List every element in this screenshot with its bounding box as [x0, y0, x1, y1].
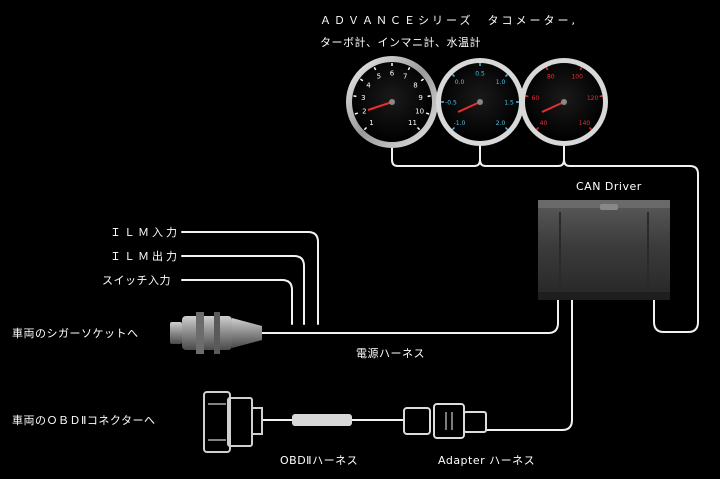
- tachometer-scale-label: 8: [413, 82, 417, 90]
- turbo-scale-label: 0.0: [455, 79, 465, 86]
- tachometer-tick: [353, 95, 357, 98]
- temp-scale-label: 60: [532, 95, 540, 102]
- turbo-tick: [451, 126, 456, 131]
- tachometer-scale-label: 7: [403, 73, 407, 81]
- turbo-tick: [504, 126, 509, 131]
- adapter-harness-wire: [485, 297, 573, 431]
- tachometer-scale-label: 5: [377, 73, 381, 81]
- tachometer-tick: [416, 126, 421, 131]
- cigar-socket-label: 車両のシガーソケットへ: [12, 327, 139, 340]
- can-driver-label: CAN Driver: [576, 180, 642, 193]
- temp-tick: [599, 95, 603, 98]
- obd-harness-label: OBDⅡハーネス: [280, 454, 359, 467]
- tachometer-tick: [427, 95, 431, 98]
- temp-scale-label: 120: [587, 95, 599, 102]
- turbo-scale-label: 2.0: [496, 120, 506, 127]
- tachometer-scale-label: 6: [390, 70, 395, 78]
- turbo-tick: [504, 73, 509, 78]
- obd-connector: [203, 391, 263, 453]
- temp-tick: [588, 126, 593, 131]
- turbo-gauge: -1.0 -0.5 0.0 0.5 1.0 1.5 2.0: [436, 58, 524, 146]
- temp-scale-label: 80: [547, 74, 555, 81]
- turbo-scale-label: -0.5: [445, 100, 457, 107]
- turbo-scale-label: 1.5: [504, 100, 514, 107]
- power-harness-label: 電源ハーネス: [356, 347, 425, 360]
- tachometer-tick: [420, 78, 425, 82]
- adapter-harness-label: Adapter ハーネス: [438, 454, 536, 467]
- power-harness-wire: [261, 297, 559, 334]
- tachometer-tick: [373, 66, 377, 71]
- temp-tick: [545, 66, 549, 71]
- tachometer-tick: [407, 66, 411, 71]
- switch-input-label: スイッチ入力: [102, 274, 171, 287]
- gauge-wire-2: [479, 141, 565, 167]
- obd-harness-sleeve: [292, 414, 352, 426]
- tachometer-scale-label: 4: [366, 82, 371, 90]
- ilm-in-wire: [181, 231, 319, 325]
- turbo-scale-label: -1.0: [454, 120, 466, 127]
- temp-scale-label: 40: [540, 120, 548, 127]
- temp-scale-label: 100: [571, 74, 583, 81]
- water-temp-gauge: 40 60 80 100 120 140: [520, 58, 608, 146]
- tachometer-scale-label: 10: [415, 108, 424, 116]
- tachometer-tick: [425, 112, 430, 115]
- temp-tick: [535, 126, 540, 131]
- tachometer-tick: [359, 78, 364, 82]
- switch-in-wire: [181, 279, 293, 325]
- harness-coupler: [403, 403, 487, 439]
- tachometer-scale-label: 2: [362, 108, 366, 116]
- title-line-1: ＡＤＶＡＮＣＥシリーズ タコメーター,: [320, 14, 578, 27]
- tachometer-scale-label: 11: [408, 119, 417, 127]
- tachometer-tick: [363, 126, 368, 131]
- gauge-wire-3: [563, 159, 699, 333]
- tachometer-scale-label: 1: [369, 119, 373, 127]
- ilm-out-wire: [181, 255, 305, 325]
- obd-connector-label: 車両のＯＢＤⅡコネクターへ: [12, 414, 156, 427]
- can-driver-unit: [538, 200, 670, 300]
- ilm-output-label: ＩＬＭ出力: [110, 250, 180, 263]
- tachometer-scale-label: 9: [418, 94, 422, 102]
- ilm-input-label: ＩＬＭ入力: [110, 226, 180, 239]
- tachometer-tick: [354, 112, 359, 115]
- tachometer-scale-label: 3: [361, 94, 365, 102]
- title-line-2: ターボ計、インマニ計、水温計: [320, 36, 481, 49]
- cigar-plug: [170, 312, 262, 354]
- turbo-scale-label: 1.0: [496, 79, 506, 86]
- turbo-scale-label: 0.5: [475, 71, 485, 78]
- temp-scale-label: 140: [579, 120, 591, 127]
- temp-tick: [579, 66, 583, 71]
- temp-tick: [525, 95, 529, 98]
- turbo-tick: [451, 73, 456, 78]
